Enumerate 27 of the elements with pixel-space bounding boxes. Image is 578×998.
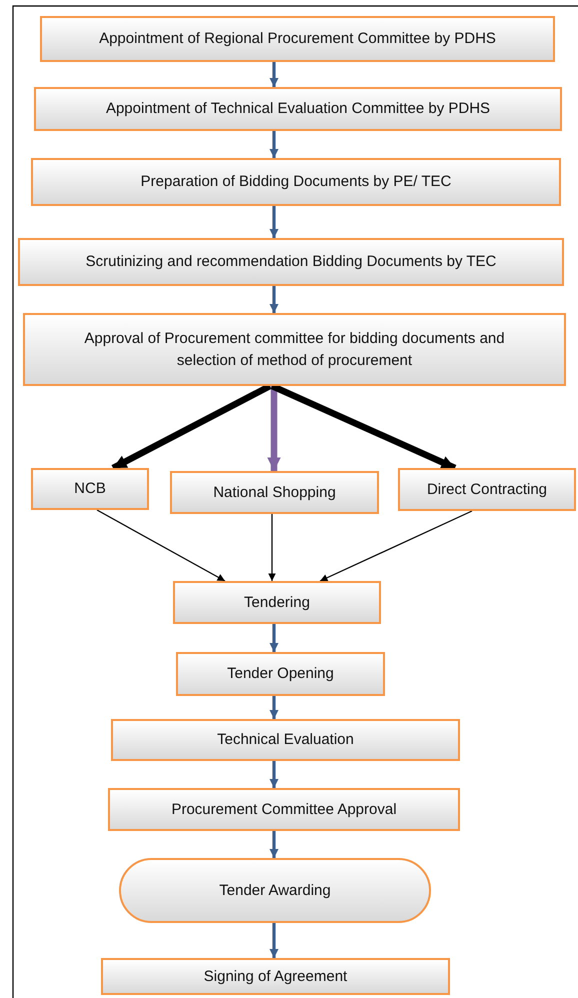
process-box: [31, 468, 149, 510]
step-label: Preparation of Bidding Documents by PE/ TEC: [140, 172, 452, 192]
process-box: [31, 158, 561, 206]
process-box: [18, 238, 564, 286]
process-box: [398, 468, 576, 511]
step-label: Tendering: [243, 592, 311, 613]
step-label: Signing of Agreement: [202, 966, 348, 987]
step-label: Tender Opening: [226, 664, 335, 684]
step-label: Direct Contracting: [426, 480, 548, 500]
step-label: NCB: [73, 479, 107, 500]
step-label: Scrutinizing and recommendation Bidding Documents by TEC: [84, 252, 498, 272]
step-label: Appointment of Technical Evaluation Committee by PDHS: [104, 99, 492, 120]
process-box: [170, 471, 379, 514]
process-box: [34, 87, 562, 131]
process-box: [111, 719, 460, 761]
process-box: [101, 958, 450, 995]
step-label: Tender Awarding: [218, 880, 332, 901]
step-label: Technical Evaluation: [216, 730, 355, 750]
process-box: [176, 652, 385, 696]
step-label: Appointment of Regional Procurement Committee by PDHS: [98, 29, 497, 50]
step-label: Approval of Procurement committee for bidding documents and selection of method of procurement: [83, 328, 506, 370]
step-label: National Shopping: [212, 482, 337, 503]
process-box: [23, 313, 566, 386]
step-label: Procurement Committee Approval: [170, 800, 398, 820]
process-box: [173, 581, 381, 624]
process-box: [40, 16, 555, 62]
process-box: [108, 788, 460, 831]
